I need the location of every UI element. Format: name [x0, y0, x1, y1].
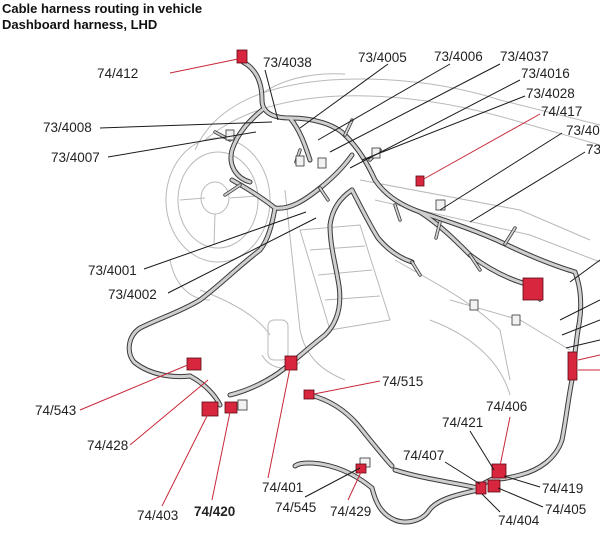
connector-74-405 [487, 479, 501, 493]
label-74-421: 74/421 [442, 415, 483, 430]
leader-lines [79, 58, 600, 513]
connector-red-large [522, 277, 544, 301]
connector-white [469, 299, 479, 311]
label-74-545: 74/545 [275, 500, 316, 515]
label-74-406: 74/406 [486, 399, 527, 414]
label-73-4028: 73/4028 [526, 86, 575, 101]
connector-74-417 [415, 175, 425, 187]
label-74-515: 74/515 [382, 374, 423, 389]
label-73-4001: 73/4001 [88, 263, 137, 278]
label-73-4006: 73/4006 [434, 49, 483, 64]
label-73-4037: 73/4037 [500, 49, 549, 64]
connector-white [435, 199, 446, 211]
label-73-4016: 73/4016 [521, 66, 570, 81]
connector-74-543 [186, 357, 202, 371]
label-74-543: 74/543 [35, 403, 76, 418]
connector-white [317, 157, 327, 169]
label-74-405: 74/405 [545, 502, 586, 517]
label-73-40-truncated: 73/40 [566, 123, 600, 138]
label-74-420: 74/420 [194, 504, 235, 519]
label-73-4002: 73/4002 [108, 287, 157, 302]
label-74-407: 74/407 [403, 448, 444, 463]
connector-white [237, 399, 248, 411]
label-73-4007: 73/4007 [51, 150, 100, 165]
connector-74-404 [475, 481, 487, 495]
label-73-4008: 73/4008 [43, 120, 92, 135]
label-74-403: 74/403 [137, 508, 178, 523]
connector-74-403 [201, 401, 219, 417]
label-73-4005: 73/4005 [358, 50, 407, 65]
label-74-401: 74/401 [262, 480, 303, 495]
connector-white [295, 155, 305, 167]
connector-74-420 [224, 401, 238, 414]
diagram-title: Cable harness routing in vehicle [2, 1, 203, 16]
diagram-subtitle: Dashboard harness, LHD [2, 17, 158, 32]
car-interior-outline [165, 73, 600, 396]
red-connectors [186, 49, 578, 495]
label-74-419: 74/419 [542, 481, 583, 496]
label-74-429: 74/429 [330, 504, 371, 519]
connector-74-406 [491, 463, 507, 479]
label-73-4038: 73/4038 [263, 55, 312, 70]
label-74-428: 74/428 [87, 438, 128, 453]
label-74-404: 74/404 [498, 513, 540, 528]
label-73-truncated: 73 [586, 142, 600, 157]
connector-red-right [567, 351, 578, 381]
connector-74-412 [236, 49, 248, 64]
label-74-417: 74/417 [541, 104, 582, 119]
connector-white [225, 129, 235, 141]
connector-white [511, 314, 521, 326]
callout-labels: 74/412 73/4038 73/4005 73/4006 73/4037 7… [35, 49, 600, 528]
connector-74-401 [284, 355, 298, 371]
connector-74-515 [303, 389, 315, 400]
dashboard-harness [126, 59, 584, 525]
label-74-412: 74/412 [97, 66, 138, 81]
